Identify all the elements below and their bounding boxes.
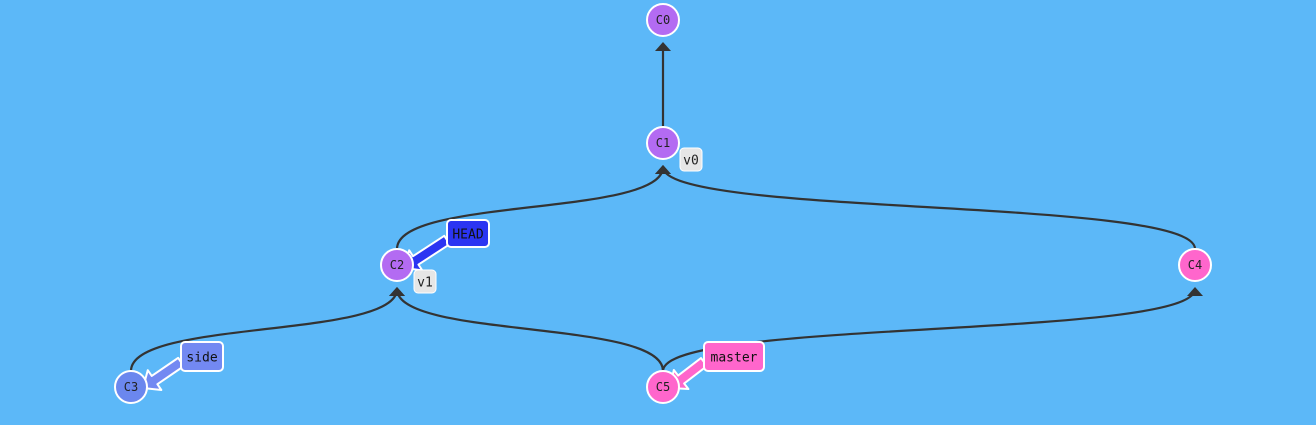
commit-label: C5 [656, 380, 670, 394]
edge-arrowhead-C5-C4 [1187, 287, 1203, 296]
edge-arrowhead-C1-C0 [655, 42, 671, 51]
edges-layer [129, 42, 1203, 372]
tag-box [413, 269, 437, 294]
branch-arrows-layer [141, 234, 709, 391]
commit-label: C3 [124, 380, 138, 394]
commit-C0[interactable]: C0 [646, 3, 680, 37]
branch-label: HEAD [452, 228, 483, 243]
tag-v1[interactable]: v1 [413, 269, 437, 294]
commit-C4[interactable]: C4 [1178, 248, 1212, 282]
commit-C3[interactable]: C3 [114, 370, 148, 404]
branch-label: side [186, 351, 217, 366]
tag-box [679, 147, 703, 172]
commit-node[interactable] [646, 126, 680, 160]
branch-HEAD[interactable]: HEAD [446, 219, 490, 248]
branch-labels-layer: HEAD side master [180, 219, 765, 372]
edge-arrowhead-C5-C2 [389, 287, 405, 296]
commit-label: C0 [656, 13, 670, 27]
commit-C1[interactable]: C1 [646, 126, 680, 160]
edge-C3-C2 [129, 288, 399, 372]
commit-C2[interactable]: C2 [380, 248, 414, 282]
edge-C2-C1 [395, 166, 665, 250]
tags-layer: v0 v1 [413, 147, 703, 294]
branch-side[interactable]: side [180, 341, 224, 372]
branch-label-box[interactable] [446, 219, 490, 248]
edge-C5-C2 [395, 288, 665, 372]
edge-C4-C1 [661, 166, 1197, 250]
edge-C5-C4 [661, 288, 1197, 372]
tag-v0[interactable]: v0 [679, 147, 703, 172]
commit-label: C2 [390, 258, 404, 272]
edge-arrowhead-C4-C1 [655, 165, 671, 174]
branch-label: master [711, 351, 758, 366]
commit-node[interactable] [646, 370, 680, 404]
branch-master[interactable]: master [703, 341, 765, 372]
commit-label: C1 [656, 136, 670, 150]
commit-node[interactable] [1178, 248, 1212, 282]
commit-node[interactable] [380, 248, 414, 282]
commit-label: C4 [1188, 258, 1202, 272]
commit-node[interactable] [646, 3, 680, 37]
branch-label-box[interactable] [703, 341, 765, 372]
branch-label-box[interactable] [180, 341, 224, 372]
tag-label: v1 [417, 276, 433, 291]
tag-label: v0 [683, 154, 699, 169]
commit-C5[interactable]: C5 [646, 370, 680, 404]
commit-node[interactable] [114, 370, 148, 404]
